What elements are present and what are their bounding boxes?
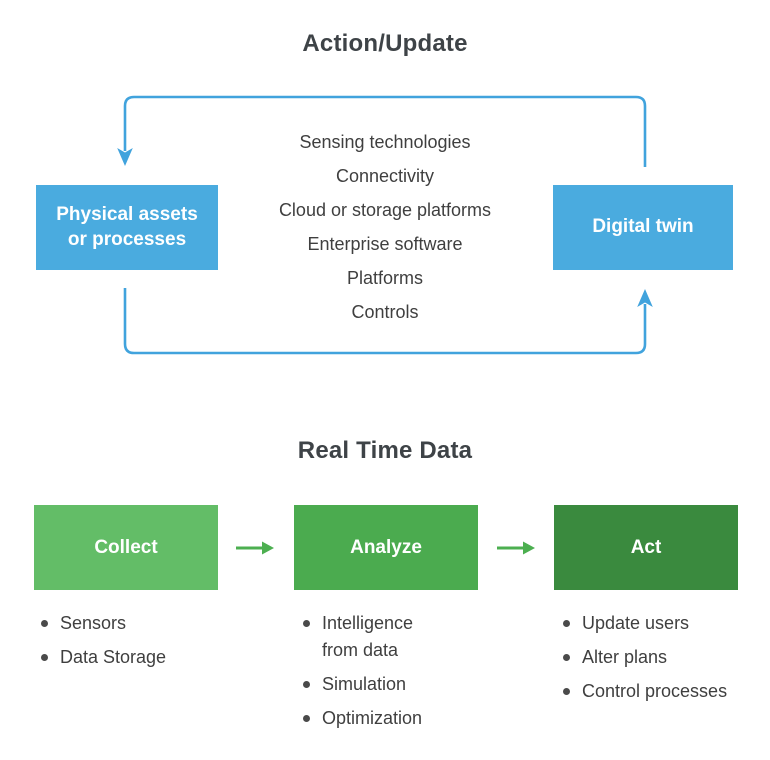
act-stage-label: Act (630, 536, 662, 558)
list-item: Sensors (38, 610, 233, 637)
collect-stage-box: Collect (34, 505, 218, 590)
digital-twin-box: Digital twin (553, 185, 733, 270)
physical-assets-box: Physical assets or processes (36, 185, 218, 270)
list-item: Control processes (560, 678, 765, 705)
technology-list: Sensing technologies Connectivity Cloud … (185, 125, 585, 329)
list-item: Update users (560, 610, 765, 637)
analyze-items-list: Intelligence from data Simulation Optimi… (300, 610, 432, 739)
list-item: Data Storage (38, 644, 233, 671)
act-items-list: Update users Alter plans Control process… (560, 610, 765, 712)
technology-item: Controls (351, 302, 419, 322)
list-item: Optimization (300, 705, 432, 732)
technology-item: Connectivity (335, 166, 435, 186)
act-stage-box: Act (554, 505, 738, 590)
analyze-stage-box: Analyze (294, 505, 478, 590)
technology-item: Enterprise software (307, 234, 463, 254)
technology-item: Sensing technologies (299, 132, 471, 152)
physical-assets-label-line1: Physical assets (56, 203, 198, 225)
digital-twin-label: Digital twin (592, 216, 694, 238)
arrowhead-right-icon (523, 541, 535, 555)
collect-items-list: Sensors Data Storage (38, 610, 233, 678)
analyze-stage-label: Analyze (350, 536, 422, 558)
arrowhead-right-icon (262, 541, 274, 555)
list-item: Alter plans (560, 644, 765, 671)
physical-assets-label-line2: or processes (67, 228, 187, 250)
arrowhead-up-icon (637, 289, 653, 307)
real-time-data-title: Real Time Data (297, 437, 473, 464)
technology-item: Cloud or storage platforms (278, 200, 492, 220)
arrowhead-down-icon (117, 148, 133, 166)
collect-stage-label: Collect (94, 536, 158, 558)
list-item: Simulation (300, 671, 432, 698)
technology-item: Platforms (346, 268, 424, 288)
list-item: Intelligence from data (300, 610, 432, 664)
action-update-title: Action/Update (302, 30, 468, 57)
